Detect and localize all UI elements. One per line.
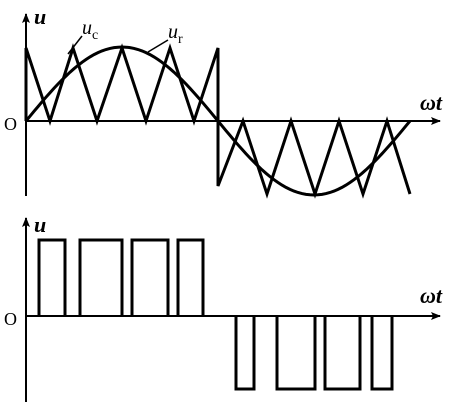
top-x-axis-label: ωt xyxy=(420,90,443,115)
reference-label: ur xyxy=(168,21,183,47)
reference-label-sub: r xyxy=(178,32,183,47)
negative-pulse xyxy=(234,316,256,391)
pwm-pulse-train xyxy=(37,238,394,391)
reference-leader-line xyxy=(147,39,169,53)
carrier-leader-line xyxy=(67,35,83,55)
bottom-x-axis-label: ωt xyxy=(420,283,443,308)
carrier-label: uc xyxy=(82,17,98,43)
bottom-origin-label: O xyxy=(4,309,17,329)
top-plot: u ωt O uc ur xyxy=(4,4,443,199)
negative-pulse xyxy=(323,316,362,391)
positive-pulse xyxy=(176,238,205,316)
bottom-y-axis-label: u xyxy=(34,212,46,237)
positive-pulse xyxy=(130,238,170,316)
positive-pulse xyxy=(37,238,67,316)
negative-pulse xyxy=(275,316,317,391)
reference-label-base: u xyxy=(168,21,178,43)
negative-pulse xyxy=(370,316,394,391)
positive-pulse xyxy=(78,238,124,316)
carrier-label-sub: c xyxy=(92,28,98,43)
bottom-plot: u ωt O xyxy=(4,212,443,402)
top-y-axis-label: u xyxy=(34,4,46,29)
top-origin-label: O xyxy=(4,114,17,134)
carrier-label-base: u xyxy=(82,17,92,39)
